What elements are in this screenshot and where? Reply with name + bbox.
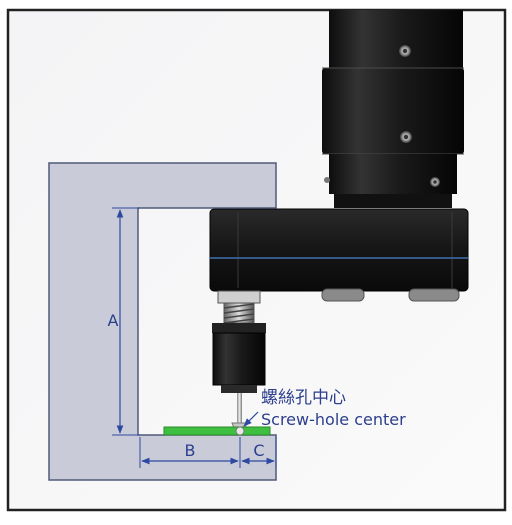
robot-arm <box>209 208 469 292</box>
column-screw-icon <box>324 45 440 187</box>
screw-hole-marker <box>235 426 245 436</box>
robot-column <box>322 10 464 208</box>
callout-label-zh: 螺絲孔中心 <box>261 388 346 408</box>
pcb-board <box>163 426 271 436</box>
spring-icon <box>217 290 261 324</box>
callout-label-en: Screw-hole center <box>261 410 406 429</box>
dimension-a-label: A <box>108 311 119 330</box>
dimension-b-label: B <box>185 441 196 460</box>
dimension-a <box>112 207 140 436</box>
screwdriver-body <box>212 323 266 393</box>
dimension-c-label: C <box>253 441 264 460</box>
dimension-c <box>241 437 277 468</box>
knurled-nut-icon <box>321 288 460 302</box>
callout-leader <box>243 411 259 427</box>
dimension-b <box>139 437 241 468</box>
